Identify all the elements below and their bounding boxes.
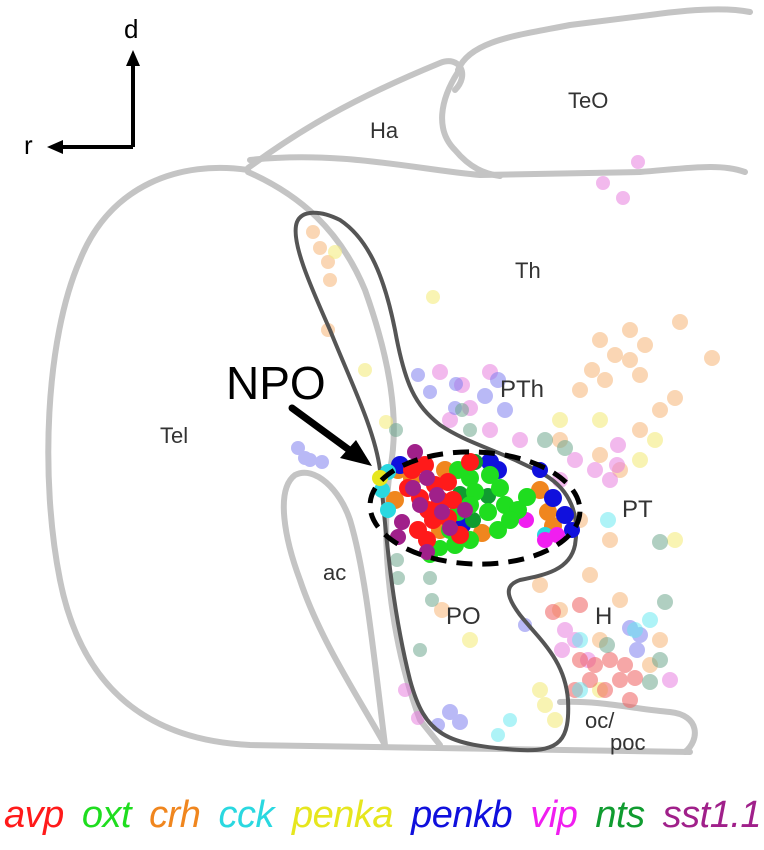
region-label-ha: Ha	[370, 118, 399, 143]
region-label-pt: PT	[622, 496, 653, 523]
region-label-poc: poc	[610, 730, 646, 755]
npo-cell-cluster	[372, 444, 580, 563]
brain-outlines	[45, 6, 753, 755]
dorsal-arrowhead-icon	[126, 50, 140, 66]
rostral-arrowhead-icon	[47, 140, 63, 154]
axis-label-dorsal: d	[124, 14, 139, 44]
legend-vip: vip	[530, 794, 578, 836]
region-label-th: Th	[515, 258, 541, 283]
gene-legend: avp oxt crh cck penka penkb vip nts sst1…	[0, 796, 764, 834]
legend-oxt: oxt	[81, 794, 132, 836]
region-label-po: PO	[446, 603, 481, 630]
tectum-upper-outline	[455, 6, 753, 73]
orientation-axes	[47, 50, 140, 154]
legend-avp: avp	[4, 794, 64, 836]
tectum-lower-outline	[247, 154, 748, 178]
axis-label-rostral: r	[24, 130, 33, 160]
habenula-outline	[245, 58, 466, 171]
npo-label: NPO	[226, 357, 326, 409]
region-label-pth: PTh	[500, 376, 545, 403]
scattered-cells	[291, 155, 720, 742]
legend-penka: penka	[292, 794, 394, 836]
anterior-commissure-outline	[280, 469, 388, 748]
legend-penkb: penkb	[411, 794, 513, 836]
legend-crh: crh	[149, 794, 201, 836]
legend-sst1-1: sst1.1	[662, 794, 762, 836]
legend-cck: cck	[218, 794, 274, 836]
region-label-tel: Tel	[160, 423, 189, 448]
telencephalon-outline	[45, 164, 693, 755]
region-label-ac: ac	[323, 560, 347, 585]
npo-dashed-ellipse	[367, 449, 583, 567]
optic-chiasm-outline	[557, 698, 698, 755]
tectum-inner-outline	[439, 69, 503, 179]
legend-nts: nts	[595, 794, 645, 836]
brain-diagram	[45, 6, 753, 755]
region-label-h: H	[595, 603, 613, 630]
region-label-teo: TeO	[568, 88, 609, 113]
npo-arrow	[288, 404, 372, 466]
region-label-oc: oc/	[585, 708, 615, 733]
thalamus-boundary	[245, 169, 443, 748]
